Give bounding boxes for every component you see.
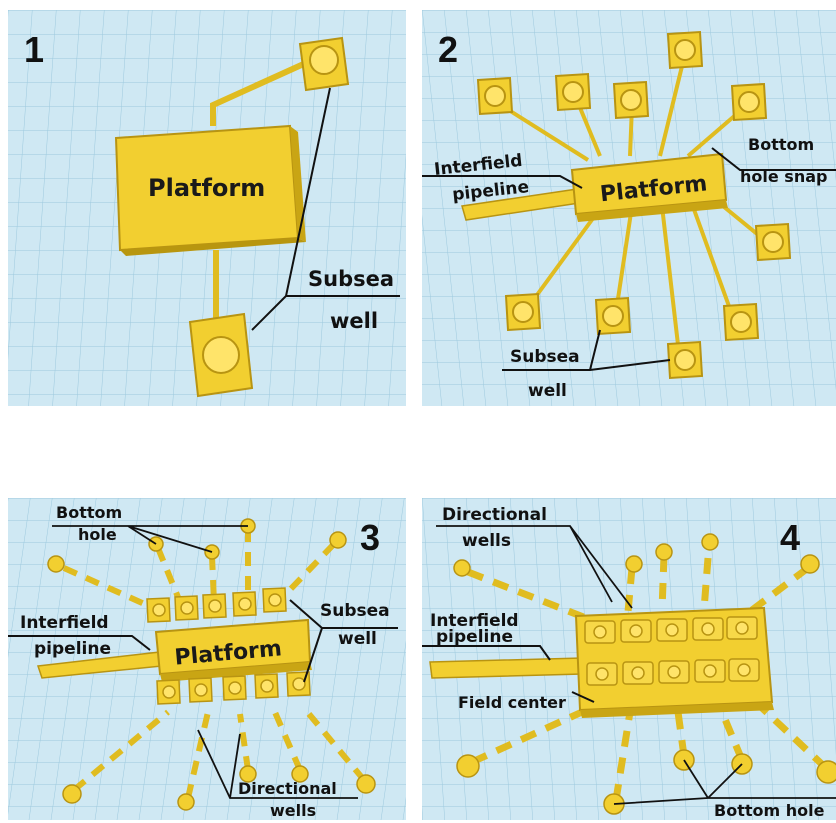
subsea-label: Subsea bbox=[308, 267, 394, 291]
bottom-hole-markers bbox=[47, 518, 376, 811]
interfield-pipeline bbox=[429, 657, 583, 679]
interfield-label: Interfield bbox=[20, 613, 109, 633]
platform-block: Platform bbox=[114, 124, 306, 256]
directional-label: Directional bbox=[442, 505, 547, 525]
panel-number: 3 bbox=[360, 517, 380, 558]
directional-label: Directional bbox=[238, 779, 337, 798]
bottom-hole-leader bbox=[52, 525, 248, 553]
directional-wells bbox=[62, 528, 367, 799]
platform-block: Platform bbox=[154, 618, 312, 682]
platform-label: Platform bbox=[148, 174, 265, 202]
panel-number: 2 bbox=[438, 29, 458, 70]
well-label: well bbox=[330, 309, 378, 333]
subsea-leader bbox=[289, 599, 398, 683]
bottom-hole-markers bbox=[453, 533, 836, 815]
subsea-leader bbox=[251, 87, 400, 331]
bottom-hole-label: Bottom hole bbox=[714, 801, 825, 820]
panel-1: 1 Platform Subsea well bbox=[8, 10, 406, 406]
bottom-label: Bottom bbox=[56, 503, 122, 522]
pipeline-label: pipeline bbox=[436, 627, 513, 647]
well-label: well bbox=[528, 381, 567, 401]
field-center-label: Field center bbox=[458, 693, 566, 712]
pipeline-top bbox=[210, 59, 310, 126]
subsea-well-bottom bbox=[188, 312, 254, 398]
hole-snap-label: hole snap bbox=[740, 167, 827, 186]
wells-label: wells bbox=[462, 531, 511, 551]
panel-number: 1 bbox=[24, 29, 44, 70]
interfield-leader bbox=[422, 645, 551, 661]
panel-3: 3 Platform Bottom hole Interfield pipeli… bbox=[8, 498, 406, 820]
wells-label: wells bbox=[270, 801, 316, 820]
bottom-label: Bottom bbox=[748, 135, 814, 154]
subsea-label: Subsea bbox=[510, 347, 580, 367]
interfield-leader bbox=[8, 635, 151, 651]
hole-label: hole bbox=[78, 525, 117, 544]
directional-leader bbox=[197, 729, 358, 799]
field-center-block bbox=[574, 606, 774, 718]
interfield-leader bbox=[422, 175, 583, 189]
bottom-hole-leader bbox=[613, 759, 836, 805]
bottom-hole-leader bbox=[711, 147, 836, 171]
panel-number: 4 bbox=[780, 517, 800, 558]
subsea-label: Subsea bbox=[320, 601, 390, 621]
directional-leader bbox=[436, 525, 633, 609]
panel-2: 2 Platform Interfield pipeline Bottom ho… bbox=[422, 10, 836, 406]
field-center-leader bbox=[571, 691, 595, 703]
subsea-leader bbox=[502, 329, 671, 371]
pipeline-label: pipeline bbox=[34, 639, 111, 659]
panel-4: 4 Directional wells Interfield pipeline … bbox=[422, 498, 836, 820]
interfield-label: Interfield bbox=[430, 611, 519, 631]
platform-block: Platform bbox=[570, 152, 728, 222]
subsea-well-top bbox=[298, 36, 350, 92]
well-label: well bbox=[338, 629, 377, 649]
